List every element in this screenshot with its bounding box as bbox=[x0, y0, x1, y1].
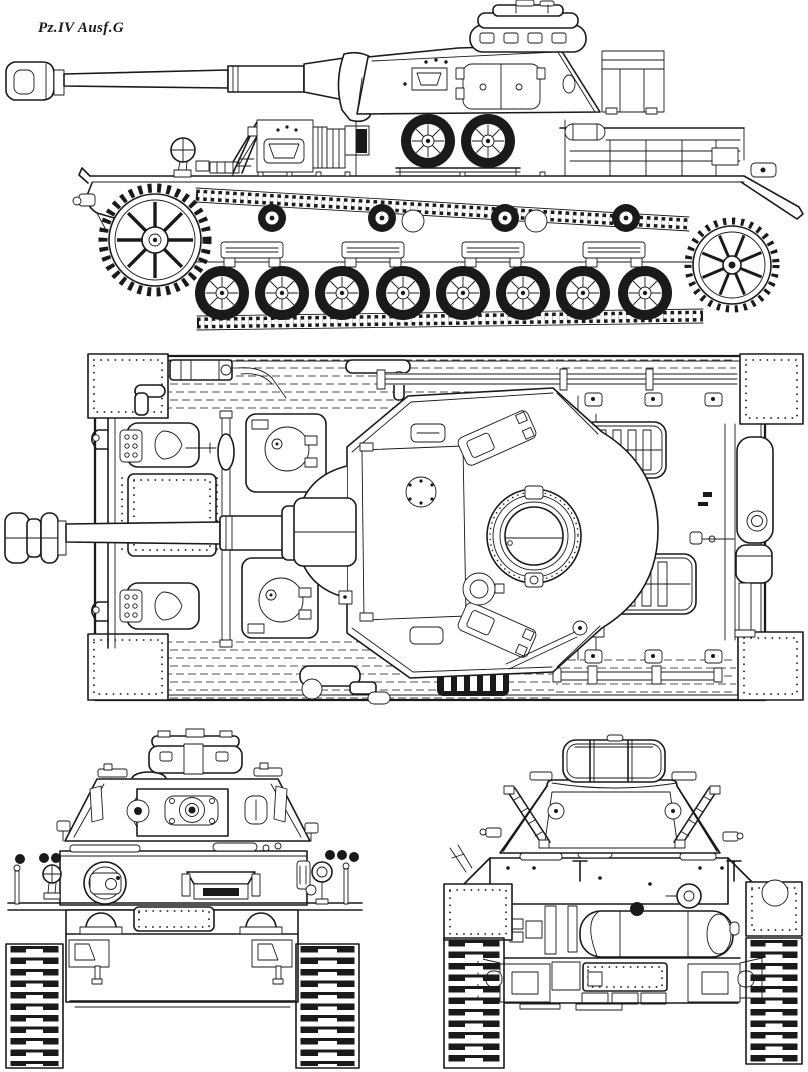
spare-road-wheels bbox=[400, 113, 516, 169]
drive-sprocket bbox=[108, 193, 202, 287]
turret-hatch-door-top bbox=[457, 410, 537, 466]
pistol-port bbox=[562, 74, 576, 94]
fender-tools-top bbox=[134, 359, 738, 416]
track-side bbox=[98, 183, 780, 331]
rear-view bbox=[443, 734, 803, 1069]
hull-side bbox=[72, 113, 804, 263]
fender-end-plates bbox=[87, 353, 804, 701]
spare-wheel-shelf bbox=[395, 167, 521, 177]
tow-shackle bbox=[91, 601, 109, 622]
turret-stowage-bin-side bbox=[601, 50, 665, 115]
turret-front bbox=[56, 728, 319, 842]
notek-light bbox=[311, 861, 333, 883]
filler-cap bbox=[676, 883, 702, 909]
tow-shackle bbox=[91, 429, 109, 450]
turret-side bbox=[356, 0, 665, 115]
hull-rear bbox=[443, 844, 803, 1011]
lifting-hook bbox=[572, 860, 588, 882]
fender-tools-bottom bbox=[299, 665, 723, 705]
lifting-hook bbox=[726, 860, 742, 882]
track-guard-plate bbox=[443, 883, 513, 941]
suspension-bogies bbox=[220, 241, 646, 268]
turret-hatch-door-top bbox=[457, 602, 537, 658]
tracks-front bbox=[5, 943, 360, 1069]
cupola-front bbox=[148, 728, 243, 775]
turret-rear bbox=[479, 734, 744, 854]
antenna-deflector bbox=[505, 631, 578, 670]
smoke-rack-top bbox=[735, 544, 773, 584]
idler-wheel bbox=[692, 225, 772, 305]
road-wheels bbox=[194, 265, 673, 321]
tow-bar bbox=[559, 671, 717, 681]
drawing-caption: Pz.IV Ausf.G bbox=[38, 20, 125, 36]
commander-cupola bbox=[469, 0, 587, 53]
turret-side-hatch bbox=[462, 63, 541, 110]
gun-barrel bbox=[63, 69, 229, 89]
turret-top bbox=[293, 387, 659, 679]
rear-fittings-top bbox=[689, 436, 774, 638]
stowage-rail bbox=[673, 785, 721, 849]
turret-stowage-bin-rear bbox=[562, 734, 666, 783]
stowage-rail bbox=[503, 785, 551, 849]
glacis-hatches bbox=[119, 422, 217, 630]
turret-ventilator bbox=[462, 572, 496, 606]
hull-front bbox=[7, 842, 363, 1008]
side-view bbox=[5, 0, 804, 331]
jack bbox=[169, 359, 233, 381]
front-view bbox=[5, 728, 363, 1069]
turret-vision-port bbox=[411, 67, 448, 91]
return-rollers bbox=[257, 203, 641, 233]
gun-assembly bbox=[5, 51, 373, 123]
headlight-top bbox=[217, 433, 235, 471]
top-view bbox=[4, 353, 804, 705]
crew-roof-hatches bbox=[241, 413, 327, 639]
roof-fan bbox=[405, 476, 437, 508]
driver-visor bbox=[186, 871, 256, 885]
cupola-top bbox=[486, 485, 582, 588]
tracks-rear bbox=[443, 937, 803, 1069]
gun-assembly-top bbox=[4, 505, 303, 564]
